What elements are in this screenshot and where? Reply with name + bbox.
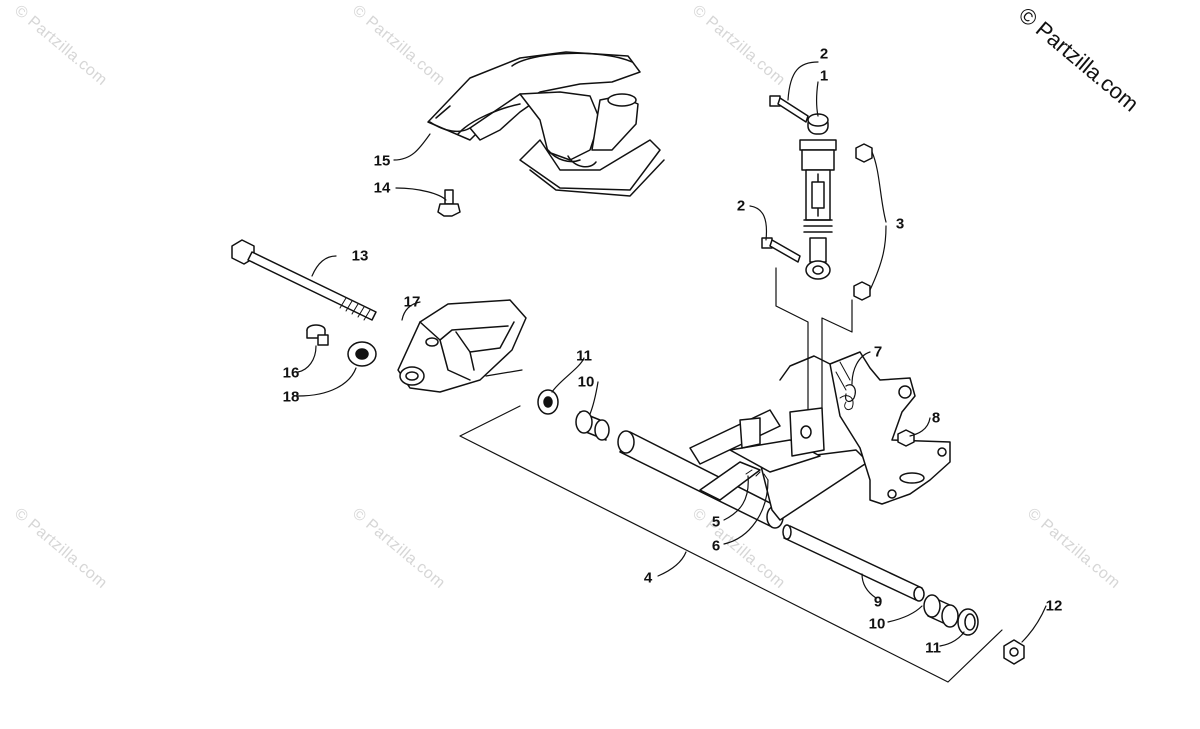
- part-7-clip: [846, 385, 856, 402]
- part-18-washer: [348, 342, 376, 366]
- part-14-bolt: [438, 190, 460, 216]
- leader-lines: [298, 62, 1046, 646]
- part-9-shaft: [783, 525, 924, 601]
- part-16-bolt: [307, 325, 328, 345]
- callout-2-upper: 2: [819, 45, 829, 63]
- callout-6: 6: [711, 537, 721, 555]
- part-1-shock-absorber: [800, 114, 836, 279]
- part-15-bracket-housing: [428, 52, 664, 196]
- callout-11-upper: 11: [576, 347, 592, 365]
- callout-4: 4: [643, 569, 653, 587]
- part-10-bushing-upper: [576, 411, 609, 440]
- callout-2-lower: 2: [736, 197, 746, 215]
- callout-5: 5: [711, 513, 721, 531]
- assembly-guide-lines: [460, 268, 1002, 682]
- callout-15: 15: [373, 152, 391, 170]
- part-5-6-decals: [746, 470, 768, 480]
- callout-16: 16: [282, 364, 300, 382]
- part-2-bolt-lower: [762, 238, 800, 262]
- part-17-mount-bracket: [398, 300, 526, 392]
- callout-9: 9: [873, 593, 883, 611]
- callout-10-upper: 10: [577, 373, 595, 391]
- callout-10-lower: 10: [868, 615, 886, 633]
- part-4-swing-arm: [618, 352, 950, 528]
- callout-13: 13: [351, 247, 369, 265]
- callout-3: 3: [895, 215, 905, 233]
- callout-17: 17: [403, 293, 421, 311]
- part-11-washer-upper: [538, 390, 558, 414]
- part-2-bolt-upper: [770, 96, 808, 122]
- part-3-nut-upper: [856, 144, 872, 162]
- part-8-bolt: [898, 430, 914, 446]
- part-13-long-bolt: [232, 240, 376, 320]
- part-3-nut-lower: [854, 282, 870, 300]
- callout-18: 18: [282, 388, 300, 406]
- callout-11-lower: 11: [925, 639, 941, 657]
- callout-1: 1: [819, 67, 829, 85]
- callout-12: 12: [1045, 597, 1063, 615]
- callout-14: 14: [373, 179, 391, 197]
- callout-8: 8: [931, 409, 941, 427]
- callout-7: 7: [873, 343, 883, 361]
- part-11-washer-lower: [958, 609, 978, 635]
- part-10-bushing-lower: [924, 595, 958, 627]
- part-12-nut: [1004, 640, 1024, 664]
